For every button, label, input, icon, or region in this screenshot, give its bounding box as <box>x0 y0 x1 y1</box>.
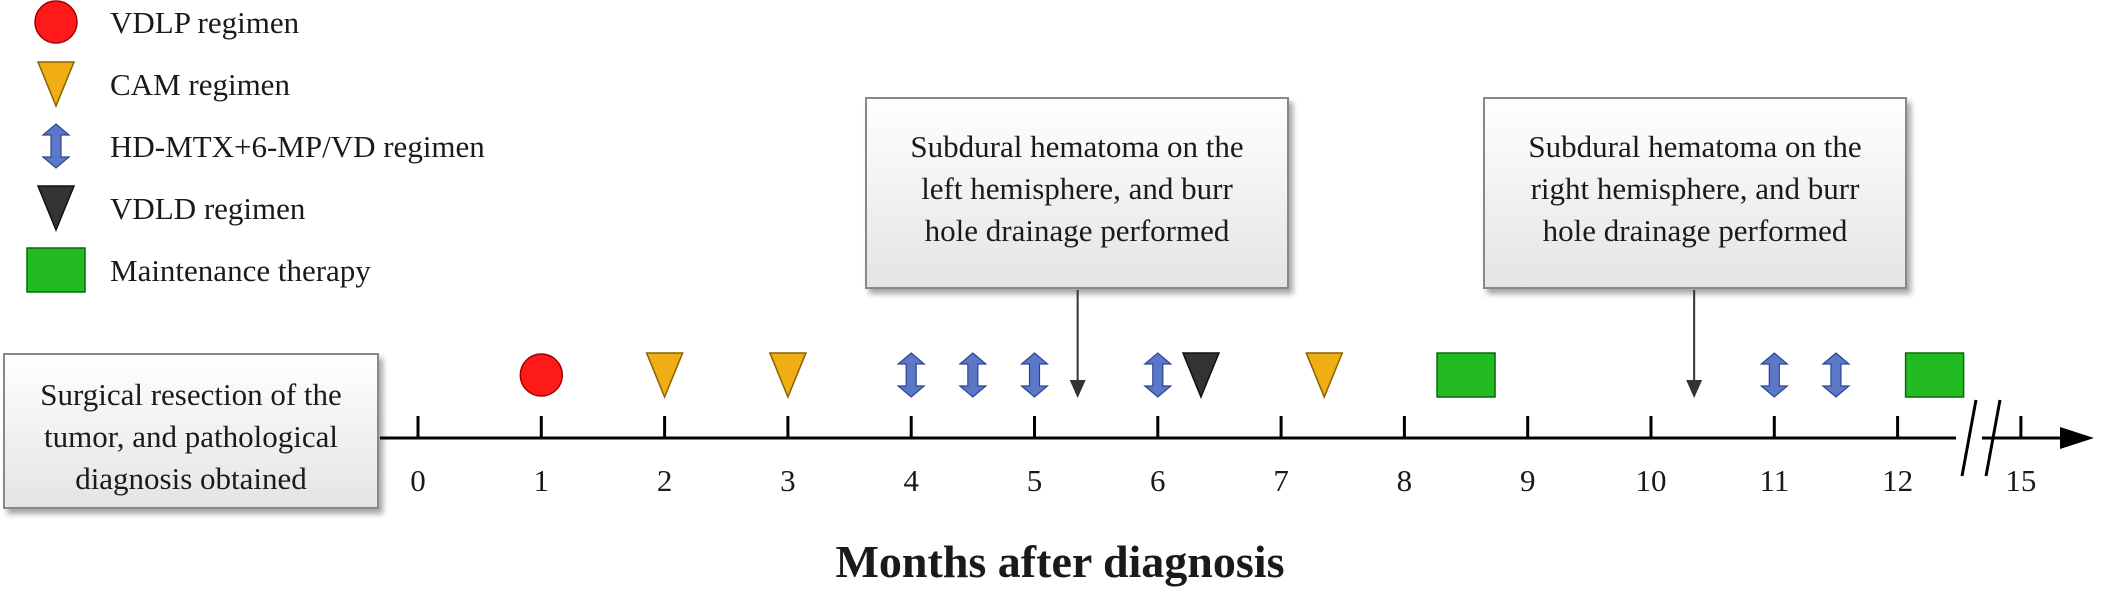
blue-double-arrow-icon <box>41 123 71 169</box>
event-hd-mtx-marker <box>1019 352 1050 398</box>
tick-label: 0 <box>410 463 426 498</box>
event-vdlp-marker <box>519 353 564 397</box>
black-down-triangle-icon <box>36 185 76 232</box>
tick-11: 11 <box>1759 416 1789 498</box>
tick-label: 2 <box>657 463 673 498</box>
tick-label: 10 <box>1636 463 1667 498</box>
callouts: Subdural hematoma on the left hemisphere… <box>865 97 1907 289</box>
tick-12: 12 <box>1882 416 1913 498</box>
callout-arrows <box>1069 290 1703 398</box>
tick-9: 9 <box>1520 416 1536 498</box>
tick-label: 4 <box>903 463 919 498</box>
timeline-axis <box>380 399 2094 477</box>
tick-10: 10 <box>1636 416 1667 498</box>
legend-item-3: HD-MTX+6-MP/VD regimen <box>41 123 485 169</box>
legend-item-5: Maintenance therapy <box>26 247 371 293</box>
tick-8: 8 <box>1397 416 1413 498</box>
start-box-line-2: tumor, and pathological <box>44 419 338 454</box>
tick-label: 15 <box>2005 463 2036 498</box>
tick-5: 5 <box>1027 416 1043 498</box>
callout-arrow-1 <box>1069 290 1086 398</box>
start-box-line-1: Surgical resection of the <box>40 377 342 412</box>
tick-label: 11 <box>1759 463 1789 498</box>
tick-3: 3 <box>780 416 796 498</box>
orange-down-triangle-icon <box>36 61 76 108</box>
tick-label: 12 <box>1882 463 1913 498</box>
tick-label: 3 <box>780 463 796 498</box>
tick-label: 9 <box>1520 463 1536 498</box>
tick-15: 15 <box>2005 416 2036 498</box>
tick-4: 4 <box>903 416 919 498</box>
event-cam-marker <box>1305 352 1344 399</box>
tick-6: 6 <box>1150 416 1166 498</box>
event-vdld-marker <box>1181 352 1221 399</box>
events <box>519 352 1965 399</box>
callout-1-line-1: Subdural hematoma on the <box>910 129 1243 164</box>
callout-1-line-3: hole drainage performed <box>925 213 1230 248</box>
tick-label: 6 <box>1150 463 1166 498</box>
event-cam-marker <box>768 352 808 399</box>
event-hd-mtx-marker <box>1821 352 1851 398</box>
event-maintenance-marker <box>1436 352 1496 398</box>
event-cam-marker <box>645 352 684 399</box>
tick-1: 1 <box>534 416 550 498</box>
green-square-icon <box>26 247 86 293</box>
tick-0: 0 <box>410 416 426 498</box>
start-box: Surgical resection of the tumor, and pat… <box>3 353 379 509</box>
legend-label-1: VDLP regimen <box>110 5 300 40</box>
legend-item-1: VDLP regimen <box>34 0 300 44</box>
legend-label-3: HD-MTX+6-MP/VD regimen <box>110 129 485 164</box>
callout-arrow-2 <box>1686 290 1703 398</box>
callout-2-line-1: Subdural hematoma on the <box>1528 129 1861 164</box>
legend-label-5: Maintenance therapy <box>110 253 371 288</box>
legend-label-2: CAM regimen <box>110 67 290 102</box>
callout-2-line-3: hole drainage performed <box>1543 213 1848 248</box>
legend-item-2: CAM regimen <box>36 61 290 108</box>
legend-label-4: VDLD regimen <box>110 191 306 226</box>
tick-label: 7 <box>1273 463 1289 498</box>
event-hd-mtx-marker <box>896 352 926 398</box>
red-circle-icon <box>34 0 78 44</box>
axis-arrowhead-icon <box>2060 427 2094 449</box>
tick-7: 7 <box>1273 416 1289 498</box>
callout-left-hemisphere: Subdural hematoma on the left hemisphere… <box>865 97 1289 289</box>
tick-label: 5 <box>1027 463 1043 498</box>
axis-title: Months after diagnosis <box>836 536 1285 587</box>
event-hd-mtx-marker <box>1143 352 1173 398</box>
start-box-line-3: diagnosis obtained <box>75 461 307 496</box>
legend-item-4: VDLD regimen <box>36 185 306 232</box>
callout-2-line-2: right hemisphere, and burr <box>1531 171 1861 206</box>
tick-2: 2 <box>657 416 673 498</box>
callout-1-line-2: left hemisphere, and burr <box>921 171 1233 206</box>
callout-right-hemisphere: Subdural hematoma on the right hemispher… <box>1483 97 1907 289</box>
axis-break <box>1956 399 2002 477</box>
event-hd-mtx-marker <box>1759 352 1789 398</box>
tick-label: 8 <box>1397 463 1413 498</box>
event-maintenance-marker <box>1904 352 1965 398</box>
event-hd-mtx-marker <box>958 352 988 398</box>
tick-label: 1 <box>534 463 550 498</box>
